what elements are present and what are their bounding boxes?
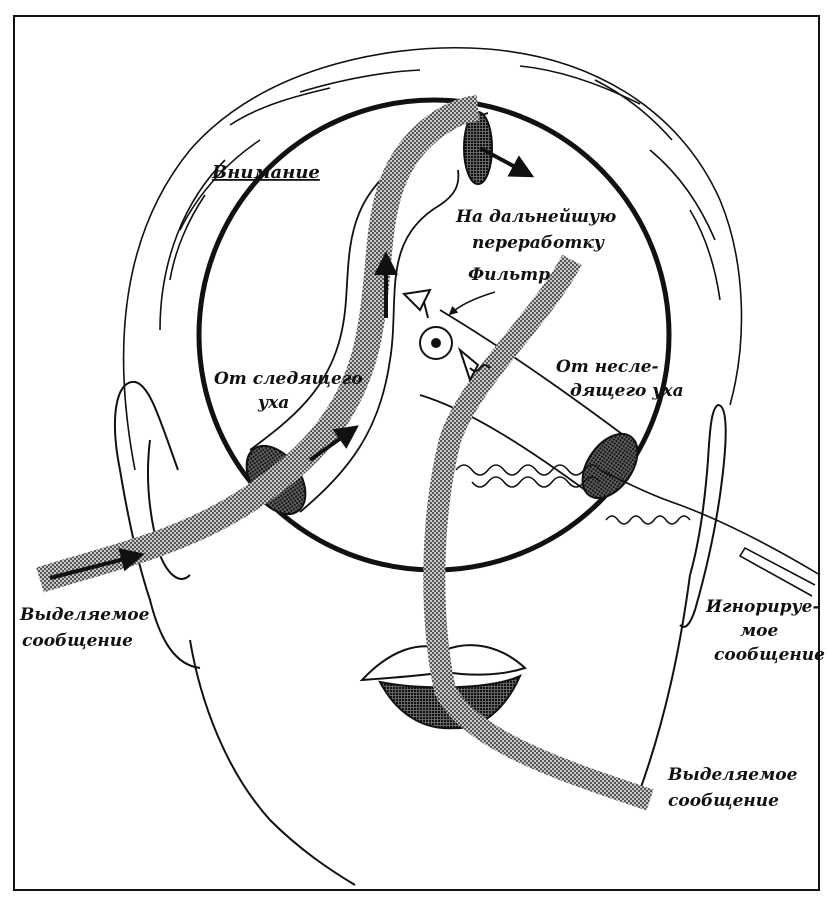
selected-message-left-label-line1: Выделяемое	[19, 605, 150, 625]
ignored-message-label-line1: Игнорируе-	[705, 597, 820, 617]
from-attended-ear-label-line1: От следящего	[214, 369, 363, 389]
selected-message-bottom-label-line1: Выделяемое	[667, 765, 798, 785]
from-unattended-ear-label-line2: дящего уха	[570, 381, 684, 401]
further-processing-label-line2: переработку	[472, 233, 605, 253]
from-unattended-ear-label-line1: От несле-	[556, 357, 659, 377]
ignored-message-label-line3: сообщение	[714, 645, 825, 665]
attention-label: Внимание	[211, 162, 320, 183]
filter-label: Фильтр	[468, 265, 550, 285]
ignored-message-label-line2: мое	[740, 621, 779, 641]
selected-message-left-label-line2: сообщение	[22, 631, 133, 651]
selected-message-bottom-label-line2: сообщение	[668, 791, 779, 811]
further-processing-label-line1: На дальнейшую	[455, 207, 616, 227]
from-attended-ear-label-line2: уха	[257, 393, 289, 413]
